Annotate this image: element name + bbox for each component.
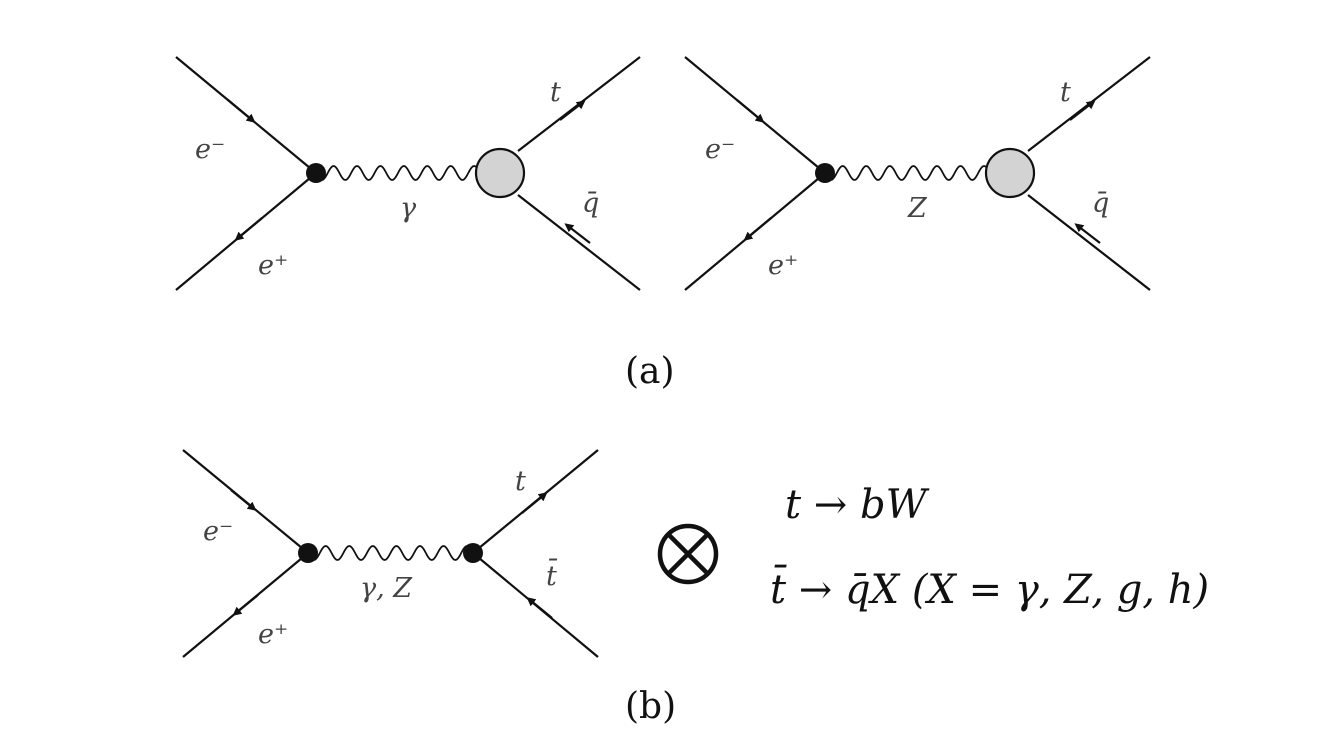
z-propagator bbox=[824, 165, 991, 181]
gamma-z-propagator bbox=[307, 545, 474, 561]
antitop-arrow bbox=[526, 597, 553, 619]
diagram-a-photon: e⁻ e⁺ γ t q̄ bbox=[175, 56, 641, 291]
label-propagator: γ bbox=[400, 193, 417, 224]
label-propagator: γ, Z bbox=[360, 573, 413, 604]
label-electron: e⁻ bbox=[195, 134, 225, 165]
antiquark-arrow bbox=[564, 223, 591, 244]
label-positron: e⁺ bbox=[768, 250, 798, 281]
tensor-product-symbol bbox=[657, 523, 719, 585]
antiquark-line bbox=[517, 194, 641, 291]
positron-arrow bbox=[232, 594, 259, 616]
antiquark-line bbox=[1027, 194, 1151, 291]
vertex-dot-left bbox=[298, 543, 318, 563]
top-quark-arrow bbox=[521, 492, 548, 514]
caption-a: (a) bbox=[625, 351, 675, 392]
label-electron: e⁻ bbox=[203, 516, 233, 547]
decay-equation-antitop: t̄ → q̄X (X = γ, Z, g, h) bbox=[770, 564, 1209, 613]
decay-equation-top: t → bW bbox=[785, 482, 930, 528]
vertex-dot bbox=[306, 163, 326, 183]
top-quark-arrow bbox=[559, 100, 586, 121]
label-antitop: t̄ bbox=[546, 557, 558, 592]
effective-vertex-blob bbox=[474, 147, 526, 199]
label-top: t bbox=[1060, 77, 1071, 108]
label-propagator: Z bbox=[907, 193, 928, 224]
electron-arrow bbox=[227, 99, 256, 123]
photon-propagator bbox=[315, 165, 481, 181]
caption-b: (b) bbox=[625, 686, 676, 727]
label-top: t bbox=[550, 77, 561, 108]
label-positron: e⁺ bbox=[258, 619, 288, 650]
positron-arrow bbox=[743, 217, 772, 241]
electron-arrow bbox=[230, 489, 257, 511]
electron-arrow bbox=[736, 99, 765, 123]
label-top: t bbox=[515, 466, 526, 497]
otimes-cross-2 bbox=[666, 532, 710, 576]
label-antiquark: q̄ bbox=[582, 188, 599, 219]
antiquark-arrow bbox=[1074, 223, 1101, 244]
label-electron: e⁻ bbox=[705, 134, 735, 165]
positron-arrow bbox=[234, 217, 263, 241]
diagram-a-z: e⁻ e⁺ Z t q̄ bbox=[684, 56, 1151, 291]
vertex-dot bbox=[815, 163, 835, 183]
label-positron: e⁺ bbox=[258, 250, 288, 281]
top-quark-arrow bbox=[1069, 100, 1096, 121]
effective-vertex-blob bbox=[984, 147, 1036, 199]
diagram-b-ttbar: e⁻ e⁺ γ, Z t t̄ bbox=[182, 449, 599, 658]
otimes-circle bbox=[657, 523, 719, 585]
label-antiquark: q̄ bbox=[1092, 188, 1109, 219]
